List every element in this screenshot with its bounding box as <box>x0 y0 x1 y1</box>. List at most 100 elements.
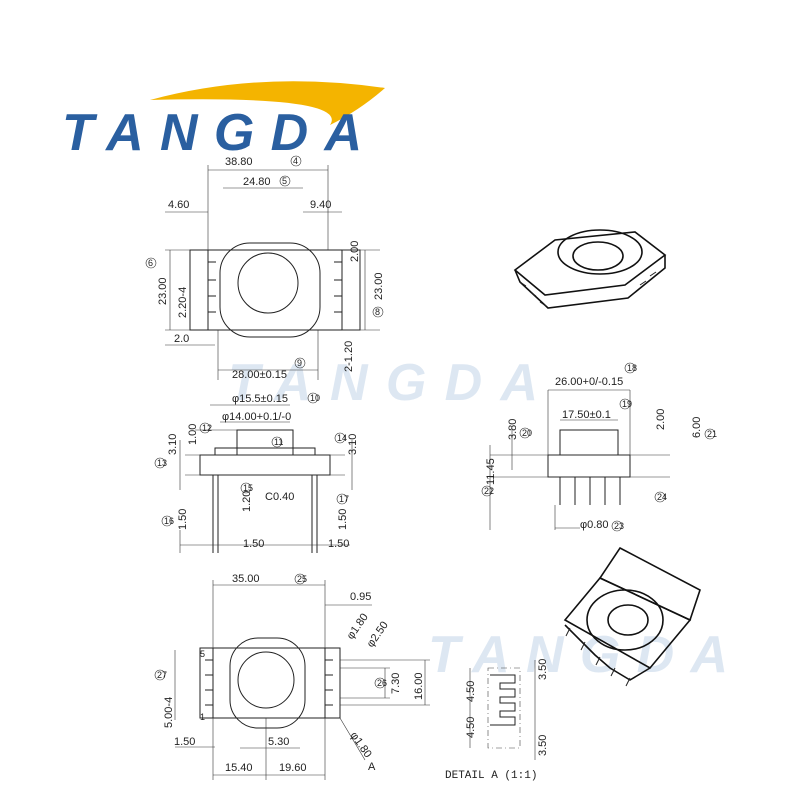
dim-phi180-top: φ1.80 <box>345 611 371 641</box>
top-view: 38.80 4 24.80 5 4.60 9.40 2.00 23.00 6 2… <box>145 155 385 381</box>
dim-7-30: 7.30 <box>390 673 402 694</box>
balloon <box>145 257 157 269</box>
dim-2-0: 2.0 <box>174 333 189 345</box>
balloon-number: 18 <box>627 363 637 373</box>
dim-4-60: 4.60 <box>168 199 189 211</box>
balloon <box>519 427 531 439</box>
balloon-number: 24 <box>657 492 667 502</box>
balloon-number: 6 <box>148 258 153 268</box>
balloon <box>290 155 302 167</box>
dim-0-95: 0.95 <box>350 591 371 603</box>
detail-caption: DETAIL A (1:1) <box>445 770 537 782</box>
dim-5-30: 5.30 <box>268 736 289 748</box>
balloon <box>294 357 306 369</box>
balloon <box>704 428 716 440</box>
balloon-number: 16 <box>164 516 174 526</box>
dim-1-00: 1.00 <box>187 424 199 445</box>
balloon-number: 10 <box>310 393 320 403</box>
bobbin-flange <box>219 242 321 338</box>
dim-3-50-top: 3.50 <box>537 659 549 680</box>
front-view: 26.00+0/-0.15 18 17.50±0.1 19 3.80 20 2.… <box>481 362 717 532</box>
dim-17-50: 17.50±0.1 <box>562 409 611 421</box>
balloon <box>624 362 636 374</box>
dim-c040: C0.40 <box>265 491 294 503</box>
balloon <box>154 669 166 681</box>
logo-swoosh <box>150 81 385 125</box>
side-core <box>236 429 294 456</box>
dim-5-00-4: 5.00-4 <box>163 697 175 728</box>
dim-26-00: 26.00+0/-0.15 <box>555 376 623 388</box>
balloon-number: 5 <box>282 176 287 186</box>
pin-label-1: 1 <box>200 712 205 722</box>
dim-24-80: 24.80 <box>243 176 271 188</box>
dim-phi14: φ14.00+0.1/-0 <box>222 411 291 423</box>
pin-label-5: 5 <box>200 649 205 659</box>
dim-23-00-left: 23.00 <box>157 277 169 305</box>
dim-28-00: 28.00±0.15 <box>232 369 287 381</box>
dim-9-40: 9.40 <box>310 199 331 211</box>
dim-1-50-v-left: 1.50 <box>177 509 189 530</box>
balloon-number: 23 <box>614 521 624 531</box>
balloon-number: 4 <box>293 156 298 166</box>
balloon <box>279 175 291 187</box>
dim-3-10-right: 3.10 <box>347 434 359 455</box>
balloon <box>161 515 173 527</box>
balloon-number: 12 <box>202 423 212 433</box>
balloon <box>307 392 319 404</box>
dim-4-50-top: 4.50 <box>465 681 477 702</box>
balloon-number: 27 <box>157 670 167 680</box>
balloon-number: 13 <box>157 458 167 468</box>
dim-3-80: 3.80 <box>507 419 519 440</box>
side-base <box>199 454 331 476</box>
balloon <box>199 422 211 434</box>
balloon <box>481 485 493 497</box>
balloon-number: 8 <box>375 307 380 317</box>
dim-2-1-20: 2-1.20 <box>343 341 355 372</box>
dim-15-40: 15.40 <box>225 762 253 774</box>
balloon-number: 9 <box>297 358 302 368</box>
dim-1-50-h-left: 1.50 <box>243 538 264 550</box>
dim-11-45: 11.45 <box>485 458 497 485</box>
balloon-number: 15 <box>243 483 253 493</box>
balloon <box>154 457 166 469</box>
bobbin-base <box>189 249 361 331</box>
balloon <box>271 436 283 448</box>
detail-a: 4.50 4.50 3.50 3.50 DETAIL A (1:1) <box>445 659 549 782</box>
side-view: φ15.5±0.15 10 φ14.00+0.1/-0 11 1.00 12 3… <box>154 392 359 553</box>
dim-1-50-h-right: 1.50 <box>328 538 349 550</box>
dim-35-00: 35.00 <box>232 573 260 585</box>
balloon <box>619 398 631 410</box>
balloon-number: 11 <box>274 437 283 447</box>
balloon-number: 26 <box>377 678 387 688</box>
dim-4-50-bot: 4.50 <box>465 717 477 738</box>
balloon <box>240 482 252 494</box>
balloon <box>611 520 623 532</box>
balloon-number: 21 <box>707 429 717 439</box>
isometric-view-top <box>513 229 667 309</box>
balloon <box>334 432 346 444</box>
balloon-number: 25 <box>297 574 307 584</box>
dim-phi250: φ2.50 <box>365 619 391 649</box>
dim-1-50-v-right: 1.50 <box>337 509 349 530</box>
dim-16-00: 16.00 <box>413 672 425 700</box>
isometric-view-bottom <box>563 546 701 687</box>
dim-1-50-bottom: 1.50 <box>174 736 195 748</box>
dim-3-10-left: 3.10 <box>167 434 179 455</box>
dim-19-60: 19.60 <box>279 762 307 774</box>
balloon-number: 22 <box>484 486 494 496</box>
dim-6-00: 6.00 <box>691 417 703 438</box>
dim-phi15: φ15.5±0.15 <box>232 393 288 405</box>
balloon <box>372 306 384 318</box>
balloon <box>294 573 306 585</box>
balloon <box>654 491 666 503</box>
balloon-number: 17 <box>339 494 349 504</box>
balloon-number: 19 <box>622 399 632 409</box>
dim-23-00-right: 23.00 <box>373 272 385 300</box>
logo-text: TANGDA <box>62 104 362 162</box>
dim-2-20-4: 2.20-4 <box>177 287 189 318</box>
dim-phi180-bot: φ1.80 <box>348 730 374 760</box>
dim-phi080: φ0.80 <box>580 519 609 531</box>
core-hole <box>237 252 299 314</box>
